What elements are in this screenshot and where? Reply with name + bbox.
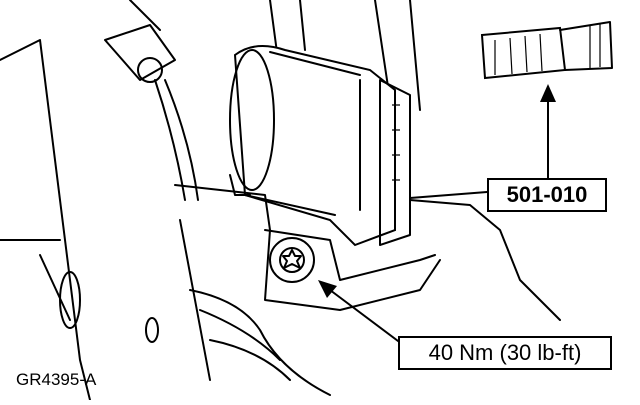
leader-lines (318, 84, 556, 351)
mounting-bracket (174, 184, 561, 396)
figure-id-label: GR4395-A (16, 370, 97, 389)
wiring-harness (104, 0, 199, 201)
torx-bit-tool (480, 21, 613, 80)
torque-spec-callout: 40 Nm (30 lb-ft) (398, 336, 612, 370)
tool-number-callout: 501-010 (487, 178, 607, 212)
module-body (229, 45, 411, 247)
left-panel (0, 39, 159, 401)
torx-bolt (269, 237, 315, 283)
